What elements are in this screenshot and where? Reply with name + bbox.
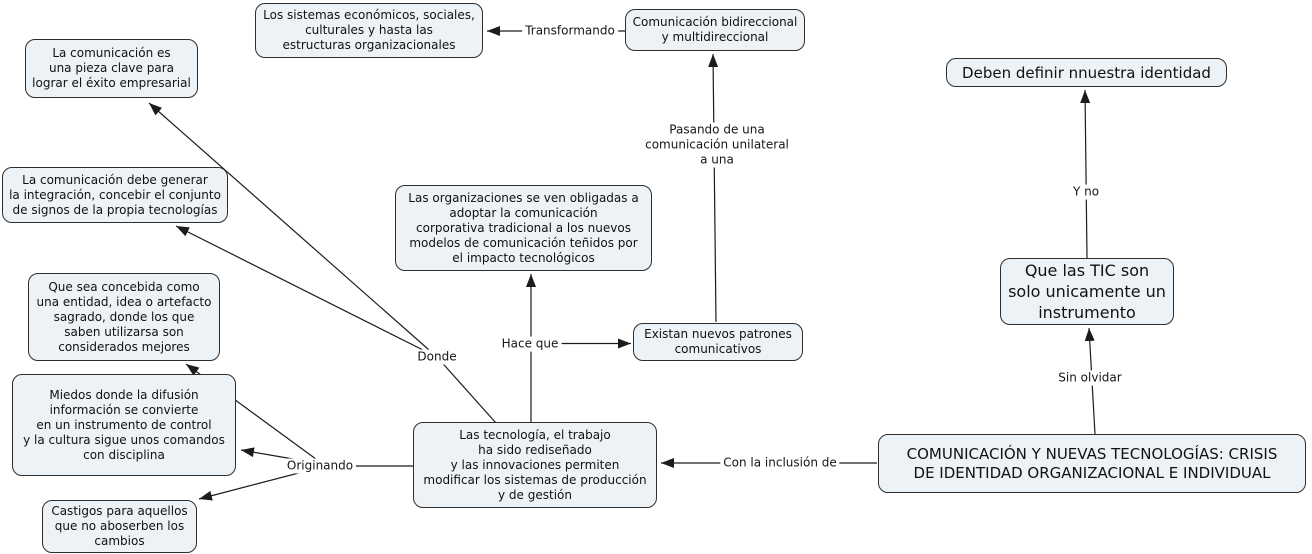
edge-label-con-inclusion[interactable]: Con la inclusión de [720,455,840,471]
concept-node-tecnologia[interactable]: Las tecnología, el trabajo ha sido redis… [413,422,657,508]
concept-node-deben-definir[interactable]: Deben definir nnuestra identidad [946,58,1227,87]
edge-label-pasando[interactable]: Pasando de una comunicación unilateral a… [642,122,792,168]
edge-label-hace-que[interactable]: Hace que [498,336,562,352]
concept-node-organizaciones[interactable]: Las organizaciones se ven obligadas a ad… [395,185,652,271]
concept-node-pieza-clave[interactable]: La comunicación es una pieza clave para … [25,39,198,98]
concept-node-patrones[interactable]: Existan nuevos patrones comunicativos [633,323,803,361]
concept-node-titulo[interactable]: COMUNICACIÓN Y NUEVAS TECNOLOGÍAS: CRISI… [878,434,1306,493]
concept-node-castigos[interactable]: Castigos para aquellos que no aboserben … [42,500,197,553]
edge-label-transformando[interactable]: Transformando [522,23,618,39]
concept-node-integracion[interactable]: La comunicación debe generar la integrac… [2,167,228,223]
concept-node-miedos[interactable]: Miedos donde la difusión información se … [12,374,236,476]
edge-label-y-no[interactable]: Y no [1069,184,1103,200]
edge-label-originando[interactable]: Originando [283,458,357,474]
concept-node-concebida[interactable]: Que sea concebida como una entidad, idea… [28,273,220,361]
concept-node-bidireccional[interactable]: Comunicación bidireccional y multidirecc… [625,9,805,51]
concept-node-sistemas[interactable]: Los sistemas económicos, sociales, cultu… [255,3,483,58]
edge-label-donde[interactable]: Donde [414,349,460,365]
edge-label-sin-olvidar[interactable]: Sin olvidar [1055,370,1125,386]
concept-node-tic[interactable]: Que las TIC son solo unicamente un instr… [1000,258,1174,325]
